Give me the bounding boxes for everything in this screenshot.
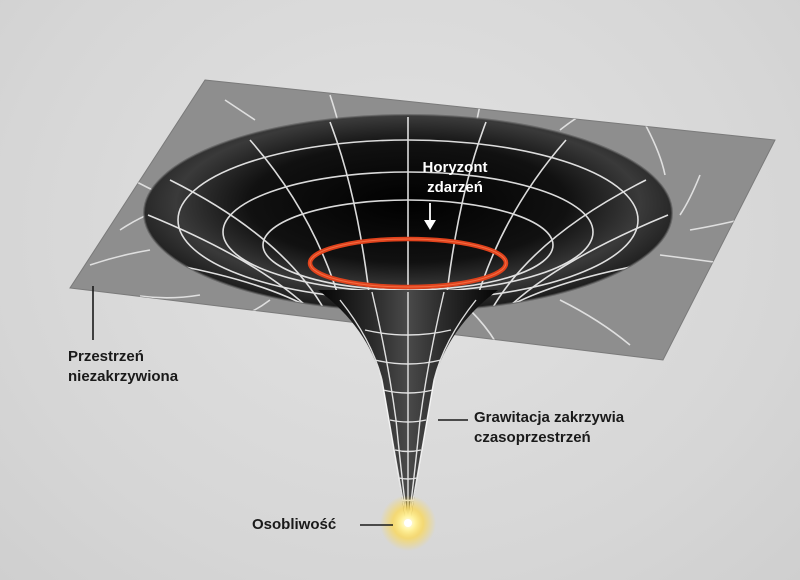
event-horizon-arrow: [424, 203, 436, 230]
flat-space-label: Przestrzeń niezakrzywiona: [68, 348, 179, 385]
singularity-label: Osobliwość: [252, 516, 337, 533]
singularity-point: [404, 519, 412, 527]
throat-grid-lines: [339, 291, 477, 519]
curved-spacetime-label: Grawitacja zakrzywia czasoprzestrzeń: [474, 409, 625, 446]
event-horizon-label: Horyzont zdarzeń: [422, 159, 488, 196]
leader-lines: [92, 286, 468, 526]
